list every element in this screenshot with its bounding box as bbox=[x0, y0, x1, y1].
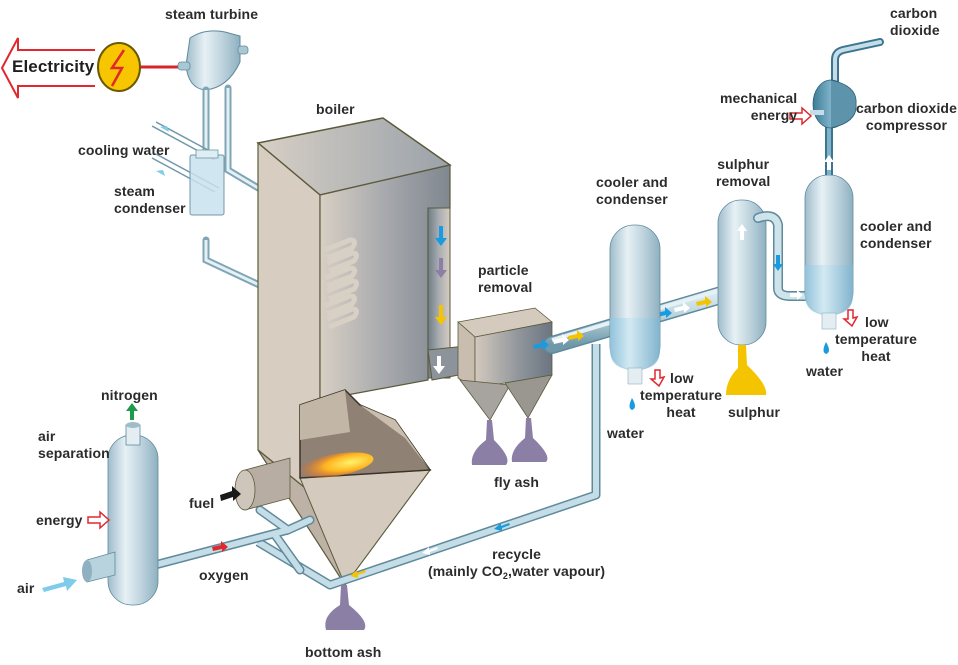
air-separation-unit bbox=[82, 422, 159, 606]
steam-turbine bbox=[177, 30, 249, 91]
air-separation-label: air separation bbox=[38, 428, 110, 461]
sulphur-removal-right-arrow bbox=[790, 290, 803, 300]
sulphur-removal-label: sulphur removal bbox=[716, 156, 771, 189]
bottom-ash-pile bbox=[325, 585, 366, 630]
low-temp-heat-arrow-2-icon bbox=[842, 309, 859, 328]
steam-turbine-label: steam turbine bbox=[165, 6, 259, 22]
low-temp-heat-2-label: low temperature heat bbox=[835, 314, 918, 364]
fuel-burner bbox=[234, 457, 291, 511]
fly-ash-piles bbox=[471, 418, 548, 465]
steam-condenser bbox=[189, 149, 225, 216]
water-2-label: water bbox=[806, 363, 844, 379]
electricity-arrow bbox=[0, 37, 95, 99]
mechanical-energy-arrow-icon bbox=[789, 106, 813, 126]
carbon-dioxide-label: carbon dioxide bbox=[890, 5, 940, 38]
co2-compressor-label: carbon dioxide compressor bbox=[856, 100, 957, 133]
cooler-condenser-1-label: cooler and condenser bbox=[596, 174, 668, 207]
electricity-label: Electricity bbox=[12, 57, 95, 76]
steam-condenser-label: steam condenser bbox=[114, 183, 186, 216]
mechanical-energy-label: mechanical energy bbox=[720, 90, 798, 123]
recycle-arrows bbox=[350, 523, 510, 578]
cooler-condenser-2 bbox=[804, 174, 854, 330]
sulphur-pile bbox=[726, 345, 767, 395]
particle-removal-label: particle removal bbox=[478, 262, 533, 295]
sulphur-removal-unit bbox=[717, 199, 815, 346]
gas-flow-arrows bbox=[533, 296, 712, 350]
generator-icon bbox=[97, 42, 141, 92]
sulphur-removal-up-arrow bbox=[737, 224, 747, 240]
nitrogen-arrow-icon bbox=[126, 403, 138, 420]
boiler bbox=[256, 117, 476, 587]
energy-label: energy bbox=[36, 512, 83, 528]
fly-ash-label: fly ash bbox=[494, 474, 540, 490]
fuel-arrow-icon bbox=[220, 486, 241, 501]
air-label: air bbox=[17, 580, 35, 596]
low-temp-heat-1-label: low temperature heat bbox=[640, 370, 723, 420]
water-drop-2-icon bbox=[823, 342, 829, 354]
boiler-label: boiler bbox=[316, 101, 355, 117]
sulphur-removal-down-arrow bbox=[773, 255, 783, 271]
sulphur-label: sulphur bbox=[728, 404, 781, 420]
oxygen-arrow-icon bbox=[212, 541, 228, 552]
air-arrow-icon bbox=[42, 577, 77, 592]
energy-arrow-icon bbox=[87, 510, 111, 530]
water-1-label: water bbox=[607, 425, 645, 441]
cooler-condenser-2-label: cooler and condenser bbox=[860, 218, 932, 251]
particle-removal-unit bbox=[457, 307, 553, 421]
low-temp-heat-arrow-1-icon bbox=[649, 369, 666, 388]
flame-icon bbox=[298, 452, 374, 478]
bottom-ash-label: bottom ash bbox=[305, 644, 382, 660]
fuel-label: fuel bbox=[189, 495, 215, 511]
oxygen-label: oxygen bbox=[199, 567, 249, 583]
co2-compressor bbox=[810, 38, 884, 175]
boiler-coils bbox=[324, 237, 360, 330]
co2-up-arrow bbox=[824, 155, 834, 170]
oxygen-pipe bbox=[150, 505, 315, 575]
cooling-water-arrows bbox=[156, 126, 169, 176]
recycle-label: recycle (mainly CO2,water vapour) bbox=[428, 546, 606, 581]
water-drop-1-icon bbox=[629, 398, 635, 410]
cooling-water-label: cooling water bbox=[78, 142, 170, 158]
flue-gas-arrows bbox=[433, 226, 447, 374]
cooler-condenser-1 bbox=[609, 224, 661, 385]
nitrogen-label: nitrogen bbox=[101, 387, 158, 403]
